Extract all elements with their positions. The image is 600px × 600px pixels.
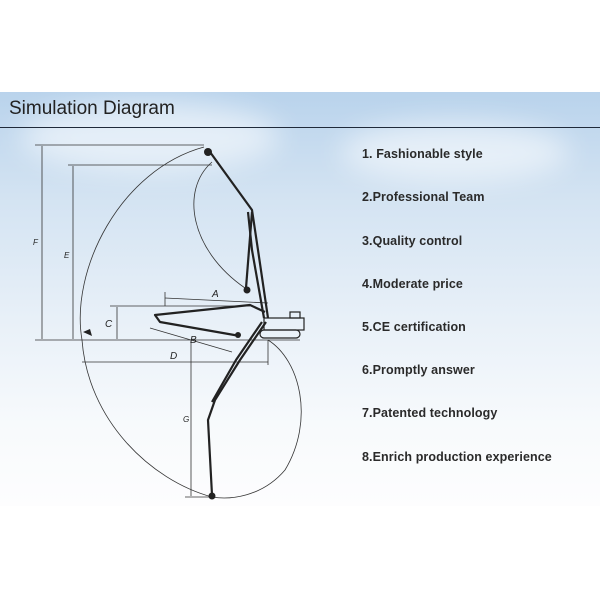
feature-item: 7.Patented technology (362, 406, 498, 420)
reach-envelope-inner-top (193, 161, 246, 289)
feature-item: 6.Promptly answer (362, 363, 475, 377)
excavator-body (259, 311, 305, 339)
feature-item: 5.CE certification (362, 320, 466, 334)
feature-item: 2.Professional Team (362, 190, 485, 204)
label-C: C (105, 319, 113, 330)
simulation-panel: Simulation Diagram (0, 92, 600, 506)
boom-raised (209, 151, 270, 319)
boom-horizontal (153, 303, 266, 338)
cloud-decoration (340, 122, 570, 182)
dimension-B (149, 327, 233, 353)
boom-lowered (206, 321, 267, 496)
dimension-A (164, 297, 269, 304)
label-E: E (64, 251, 70, 260)
label-F: F (33, 238, 39, 247)
bucket-icon (235, 332, 241, 338)
label-G: G (183, 415, 189, 424)
feature-item: 8.Enrich production experience (362, 450, 552, 464)
feature-item: 3.Quality control (362, 234, 463, 248)
label-D: D (170, 351, 177, 362)
label-B: B (190, 335, 197, 346)
label-A: A (211, 289, 219, 300)
arm-raised (244, 211, 254, 289)
cloud-decoration (20, 102, 280, 172)
feature-item: 1. Fashionable style (362, 147, 483, 161)
reach-envelope-lower (211, 339, 302, 499)
reach-envelope-outer (79, 146, 213, 498)
feature-item: 4.Moderate price (362, 277, 463, 291)
title-divider (0, 127, 600, 128)
bucket-icon (243, 286, 251, 294)
bucket-icon (204, 148, 212, 156)
bucket-icon (208, 492, 216, 500)
section-title: Simulation Diagram (9, 98, 175, 119)
bucket-icon (83, 329, 92, 336)
